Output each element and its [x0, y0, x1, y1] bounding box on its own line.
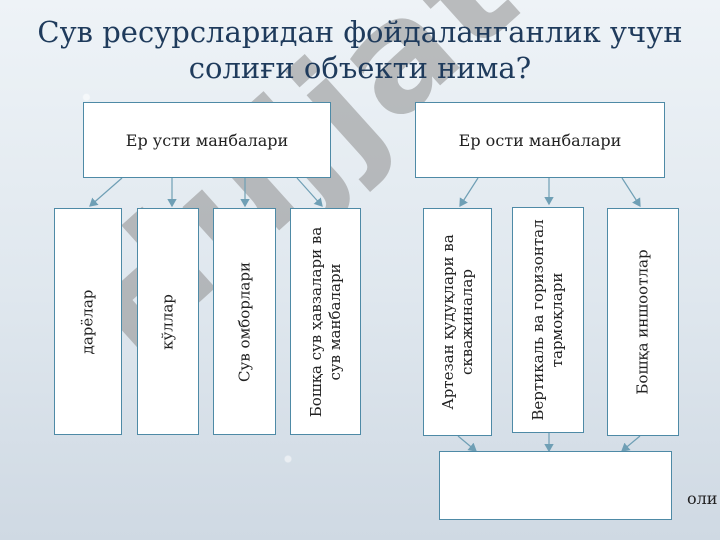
- title-line-1: Сув ресурсларидан фойдаланганлик учун: [37, 15, 683, 49]
- surface-item-label: дарёлар: [78, 289, 97, 354]
- arrow-surface-4: [296, 177, 323, 207]
- surface-item-label: Сув омборлари: [235, 261, 253, 382]
- ground-item-other-structures: Бошқа иншоотлар: [607, 208, 679, 436]
- ground-item-networks: Вертикаль ва горизонтал тармоқлари: [512, 207, 584, 433]
- ground-sources-label: Ер ости манбалари: [458, 130, 622, 150]
- arrow-ground-3: [621, 177, 641, 208]
- ground-item-label: Вертикаль ва горизонтал тармоқлари: [529, 219, 566, 421]
- surface-item-lakes: кўллар: [137, 208, 199, 435]
- arrow-ground-1: [459, 177, 479, 208]
- title-line-2: солиғи объекти нима?: [188, 51, 532, 85]
- ground-item-label: Бошқа иншоотлар: [633, 249, 652, 395]
- ground-sources-box: Ер ости манбалари: [415, 102, 665, 178]
- ground-item-label: Артезан қудуқлари ва скважиналар: [438, 234, 476, 410]
- arrow-bottom-3: [621, 435, 641, 452]
- bottom-answer-box: [439, 451, 672, 520]
- arrow-bottom-1: [457, 435, 477, 452]
- surface-item-reservoirs: Сув омборлари: [213, 208, 276, 435]
- page-title: Сув ресурсларидан фойдаланганлик учун со…: [0, 14, 720, 86]
- surface-item-other-basins: Бошқа сув ҳавзалари ва сув манбалари: [290, 208, 361, 435]
- surface-sources-box: Ер усти манбалари: [83, 102, 331, 178]
- surface-sources-label: Ер усти манбалари: [125, 130, 289, 150]
- side-text: оли: [687, 489, 718, 508]
- ground-item-artesian-wells: Артезан қудуқлари ва скважиналар: [423, 208, 492, 436]
- surface-item-label: кўллар: [158, 293, 177, 350]
- surface-item-rivers: дарёлар: [54, 208, 122, 435]
- surface-item-label: Бошқа сув ҳавзалари ва сув манбалари: [306, 226, 344, 417]
- arrow-surface-1: [89, 177, 123, 207]
